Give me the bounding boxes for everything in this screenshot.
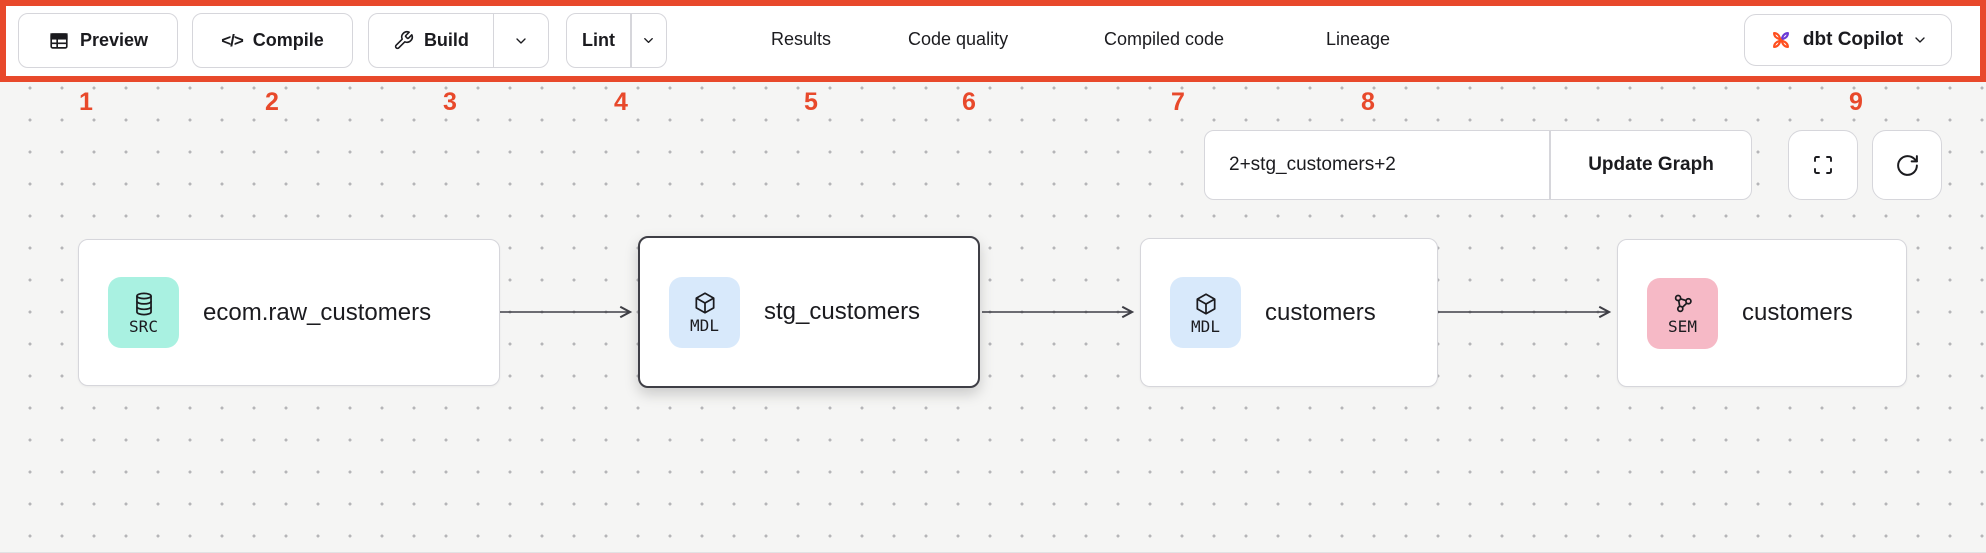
annotation-number-6: 6: [962, 88, 976, 116]
divider: [629, 14, 632, 67]
annotation-number-8: 8: [1361, 88, 1375, 116]
compile-label: Compile: [252, 30, 324, 50]
tab-results-label: Results: [771, 28, 832, 49]
build-button[interactable]: Build: [369, 14, 493, 67]
model-badge: MDL: [669, 276, 740, 348]
node-label: customers: [1265, 298, 1376, 326]
annotation-number-3: 3: [443, 88, 457, 116]
node-label: ecom.raw_customers: [203, 298, 432, 326]
code-icon: </>: [221, 30, 244, 50]
tab-results[interactable]: Results: [771, 0, 831, 78]
annotation-number-9: 9: [1849, 88, 1863, 116]
build-dropdown-button[interactable]: [494, 14, 548, 67]
tab-lineage[interactable]: Lineage: [1326, 0, 1390, 78]
cube-icon: [1193, 291, 1219, 317]
semantic-icon: [1670, 291, 1696, 317]
node-label: stg_customers: [764, 298, 921, 325]
cube-icon: [692, 290, 718, 316]
build-label: Build: [423, 30, 469, 50]
fullscreen-icon: [1811, 153, 1835, 177]
update-graph-button[interactable]: Update Graph: [1588, 154, 1714, 175]
annotation-number-5: 5: [804, 88, 818, 116]
chevron-down-icon: [641, 33, 656, 48]
fullscreen-button[interactable]: [1788, 130, 1858, 200]
tab-code-quality[interactable]: Code quality: [908, 0, 1008, 78]
annotation-number-1: 1: [79, 88, 93, 116]
badge-label: SEM: [1668, 317, 1697, 336]
editor-toolbar: Preview </> Compile Build: [0, 0, 1986, 82]
semantic-badge: SEM: [1647, 277, 1718, 349]
badge-label: MDL: [690, 316, 719, 335]
dbt-copilot-label: dbt Copilot: [1802, 29, 1904, 50]
tab-compiled-code-label: Compiled code: [1104, 28, 1225, 49]
lineage-selector-input[interactable]: [1205, 131, 1550, 199]
node-customers-model[interactable]: MDL customers: [1140, 238, 1438, 387]
dbt-copilot-button[interactable]: dbt Copilot: [1744, 14, 1952, 66]
preview-button[interactable]: Preview: [18, 13, 178, 68]
chevron-down-icon: [513, 33, 529, 49]
annotation-number-7: 7: [1171, 88, 1185, 116]
node-customers-semantic[interactable]: SEM customers: [1617, 239, 1907, 387]
lint-button[interactable]: Lint: [567, 14, 630, 67]
badge-label: SRC: [129, 316, 158, 336]
badge-label: MDL: [1191, 316, 1220, 336]
annotation-number-4: 4: [614, 88, 628, 116]
table-icon: [48, 30, 70, 52]
model-badge: MDL: [1170, 277, 1241, 348]
tab-compiled-code[interactable]: Compiled code: [1104, 0, 1224, 78]
preview-label: Preview: [79, 30, 149, 50]
tab-lineage-label: Lineage: [1326, 28, 1391, 49]
divider: [1549, 131, 1551, 199]
lint-split-button: Lint: [566, 13, 667, 68]
lineage-selector-group: Update Graph: [1204, 130, 1752, 200]
compile-button[interactable]: </> Compile: [192, 13, 353, 68]
lint-dropdown-button[interactable]: [632, 14, 666, 67]
node-stg-customers[interactable]: MDL stg_customers: [638, 236, 980, 388]
refresh-button[interactable]: [1872, 130, 1942, 200]
build-split-button: Build: [368, 13, 549, 68]
refresh-icon: [1895, 153, 1920, 178]
tab-code-quality-label: Code quality: [908, 28, 1009, 49]
active-tab-indicator: [1297, 76, 1438, 82]
node-ecom-raw-customers[interactable]: SRC ecom.raw_customers: [78, 239, 500, 386]
node-label: customers: [1742, 299, 1853, 326]
divider: [492, 14, 495, 67]
chevron-down-icon: [1912, 32, 1928, 48]
annotation-number-2: 2: [265, 88, 279, 116]
wrench-icon: [393, 30, 414, 51]
source-badge: SRC: [108, 277, 179, 348]
database-icon: [131, 291, 157, 317]
lint-label: Lint: [581, 30, 615, 50]
dbt-logo-icon: [1768, 27, 1794, 53]
